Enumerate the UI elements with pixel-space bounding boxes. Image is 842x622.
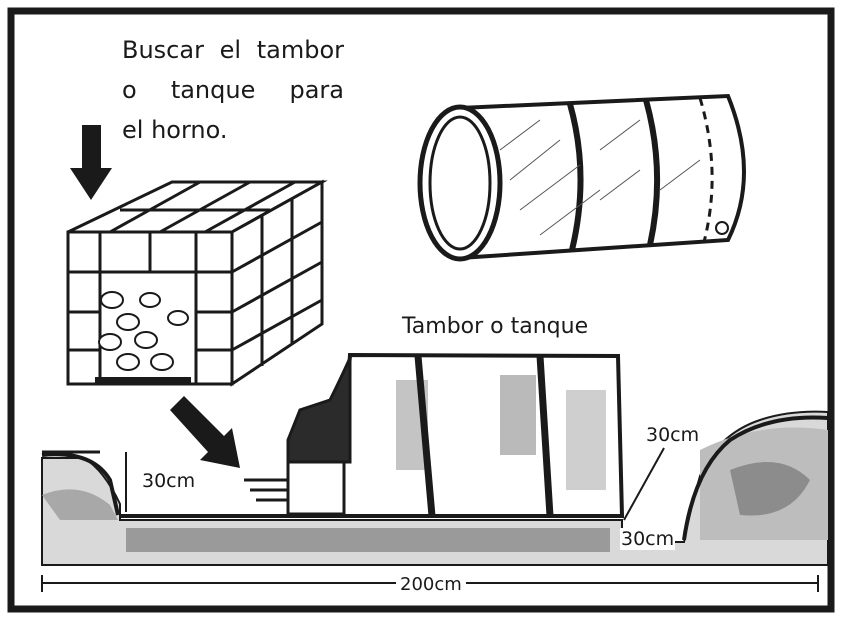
instruction-text: Buscar el tambor o tanque para el horno. (122, 30, 344, 150)
right-upper-depth-label: 30cm (646, 424, 700, 446)
drum-illustration (417, 93, 746, 262)
total-width-label: 200cm (396, 574, 466, 595)
frame-border (7, 7, 835, 613)
right-lower-depth-label: 30cm (620, 528, 676, 550)
brick-firebox (66, 179, 328, 387)
diagonal-arrow-icon (170, 396, 240, 468)
firewood (95, 291, 191, 385)
drum-in-trench (244, 352, 625, 518)
instruction-line-2: o tanque para (122, 76, 344, 104)
ground-section (41, 410, 829, 566)
left-depth-label: 30cm (142, 470, 196, 492)
instruction-line-1: Buscar el tambor (122, 36, 344, 64)
down-arrow-icon (70, 125, 112, 200)
drum-label: Tambor o tanque (402, 314, 589, 339)
instruction-line-3: el horno. (122, 116, 228, 144)
